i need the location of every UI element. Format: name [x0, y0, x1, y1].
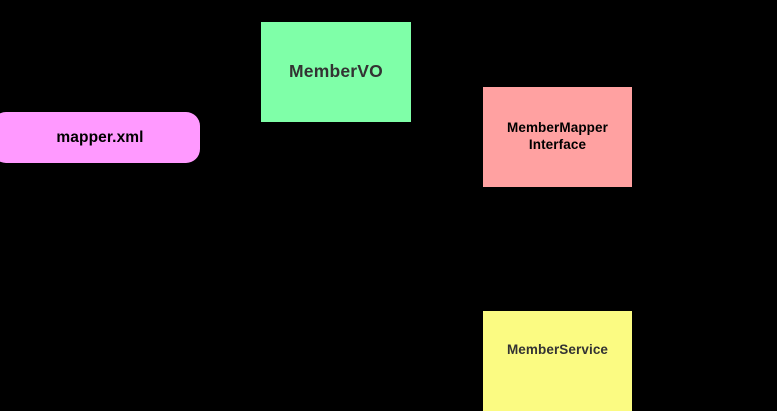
node-memberservice-label: MemberService: [506, 341, 609, 357]
node-mapper-xml[interactable]: mapper.xml: [0, 112, 200, 163]
node-membervo[interactable]: MemberVO: [261, 22, 411, 122]
node-membermapper-interface-label: MemberMapper Interface: [507, 120, 608, 152]
node-mapper-xml-label: mapper.xml: [56, 128, 144, 146]
node-memberservice[interactable]: MemberService: [483, 311, 632, 411]
node-membermapper-interface[interactable]: MemberMapper Interface: [483, 87, 632, 187]
node-membervo-label: MemberVO: [289, 61, 383, 82]
